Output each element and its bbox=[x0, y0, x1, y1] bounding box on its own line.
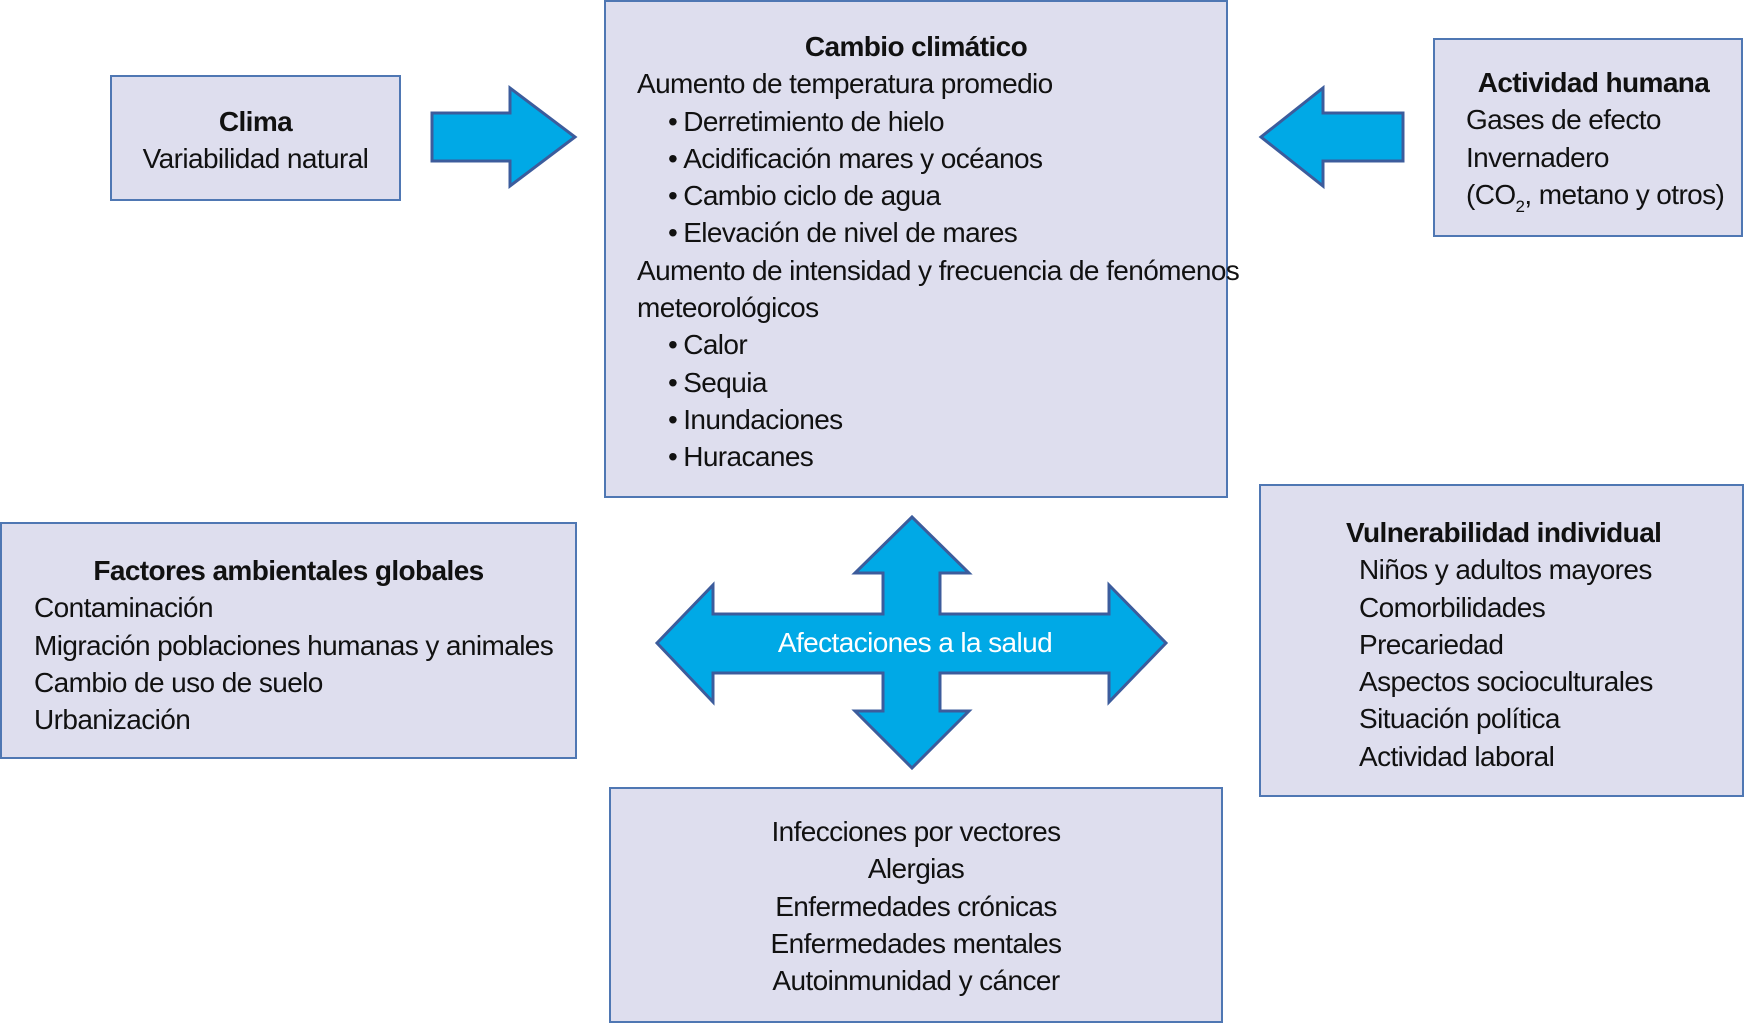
four-way-arrow-health bbox=[654, 514, 1169, 771]
bullet-item: Sequia bbox=[637, 364, 1226, 401]
disease-item: Enfermedades mentales bbox=[770, 927, 1063, 959]
vulnerability-item: Comorbilidades bbox=[1359, 591, 1546, 623]
vulnerability-item: Aspectos socioculturales bbox=[1359, 666, 1653, 698]
vulnerability-item: Actividad laboral bbox=[1359, 740, 1555, 772]
bullet-item: Derretimiento de hielo bbox=[637, 103, 1226, 140]
bullet-item: Cambio ciclo de agua bbox=[637, 177, 1226, 214]
factor-item: Migración poblaciones humanas y animales bbox=[34, 629, 554, 661]
actividad-humana-box: Actividad humana Gases de efecto Inverna… bbox=[1433, 38, 1743, 237]
arrow-right-clima-to-cambio bbox=[430, 84, 578, 190]
factor-item: Urbanización bbox=[34, 704, 191, 736]
section-heading: Aumento de intensidad y frecuencia de fe… bbox=[637, 254, 1240, 286]
clima-line: Variabilidad natural bbox=[142, 143, 369, 175]
disease-item: Alergias bbox=[867, 853, 965, 885]
disease-item: Infecciones por vectores bbox=[771, 816, 1061, 847]
vulnerabilidad-box: Vulnerabilidad individual Niños y adulto… bbox=[1259, 484, 1744, 797]
section-heading-cont: meteorológicos bbox=[637, 292, 819, 324]
factor-item: Contaminación bbox=[34, 592, 214, 624]
cambio-climatico-box: Cambio climático Aumento de temperatura … bbox=[604, 0, 1240, 498]
disease-item: Enfermedades crónicas bbox=[775, 890, 1057, 922]
actividad-line: Invernadero bbox=[1466, 141, 1609, 173]
vulnerability-item: Niños y adultos mayores bbox=[1359, 554, 1652, 586]
bullet-item: Acidificación mares y océanos bbox=[637, 140, 1226, 177]
arrow-left-actividad-to-cambio bbox=[1258, 84, 1405, 190]
vulnerability-item: Situación política bbox=[1359, 703, 1560, 735]
cambio-climatico-title: Cambio climático bbox=[804, 31, 1028, 62]
factor-item: Cambio de uso de suelo bbox=[34, 666, 323, 698]
co2-suffix: , metano y otros) bbox=[1524, 178, 1725, 210]
disease-item: Autoinmunidad y cáncer bbox=[772, 965, 1060, 997]
bullet-item: Elevación de nivel de mares bbox=[637, 214, 1226, 251]
health-effects-label: Afectaciones a la salud bbox=[777, 627, 1053, 658]
actividad-line-co2: (CO2, metano y otros) bbox=[1466, 176, 1741, 217]
factores-ambientales-title: Factores ambientales globales bbox=[93, 555, 484, 586]
section-heading: Aumento de temperatura promedio bbox=[637, 68, 1053, 100]
vulnerabilidad-title: Vulnerabilidad individual bbox=[1346, 517, 1662, 548]
co2-subscript: 2 bbox=[1515, 196, 1525, 216]
enfermedades-box: Infecciones por vectores Alergias Enferm… bbox=[609, 787, 1223, 1023]
factores-ambientales-box: Factores ambientales globales Contaminac… bbox=[0, 522, 577, 759]
vulnerability-item: Precariedad bbox=[1359, 628, 1504, 660]
actividad-line: Gases de efecto bbox=[1466, 104, 1662, 136]
clima-box: Clima Variabilidad natural bbox=[110, 75, 401, 201]
clima-title: Clima bbox=[218, 106, 293, 137]
bullet-item: Huracanes bbox=[637, 438, 1226, 475]
actividad-humana-title: Actividad humana bbox=[1477, 67, 1710, 98]
bullet-item: Calor bbox=[637, 326, 1226, 363]
bullet-item: Inundaciones bbox=[637, 401, 1226, 438]
co2-prefix: (CO bbox=[1466, 178, 1516, 210]
